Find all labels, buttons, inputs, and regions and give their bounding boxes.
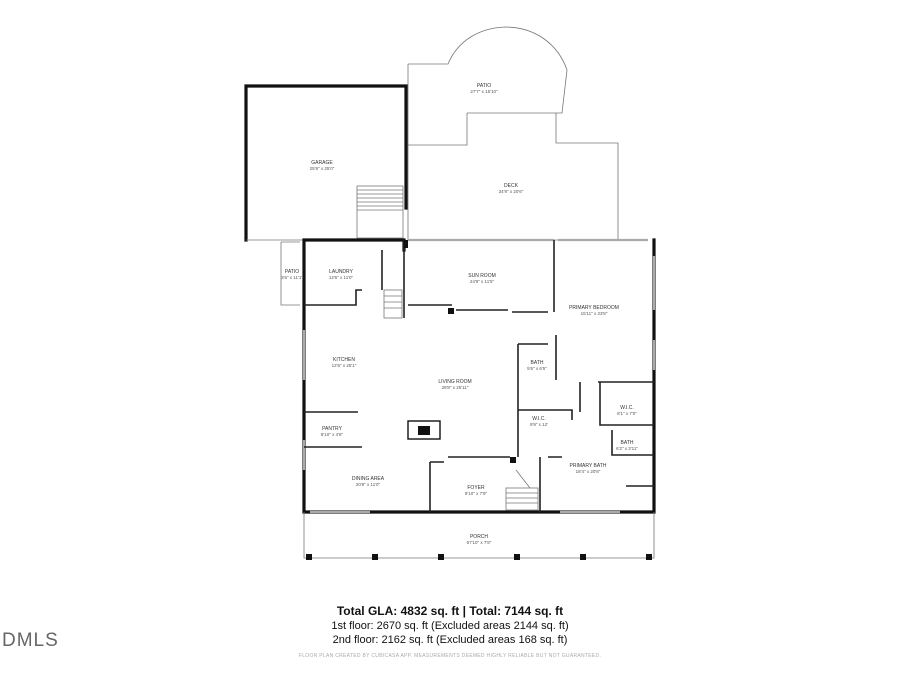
- disclaimer: FLOOR PLAN CREATED BY CUBICASA APP. MEAS…: [298, 653, 602, 659]
- room-label-primary-bath: PRIMARY BATH 18'4" x 20'8": [570, 463, 607, 474]
- laundry-stairs: [383, 289, 403, 319]
- wic-walls: [518, 409, 573, 512]
- svg-text:DINING AREA: DINING AREA: [352, 476, 385, 482]
- patio-outline: [407, 26, 619, 240]
- svg-text:24'9" x 11'5": 24'9" x 11'5": [470, 279, 495, 284]
- room-label-patio-top: PATIO 27'7" x 15'10": [470, 83, 498, 94]
- room-label-sun-room: SUN ROOM 24'9" x 11'5": [468, 273, 496, 284]
- garage-wall: [244, 84, 408, 242]
- svg-text:BATH: BATH: [531, 360, 544, 366]
- sunroom-walls: [408, 240, 555, 313]
- svg-text:LAUNDRY: LAUNDRY: [329, 269, 353, 275]
- svg-text:3'6" x 11'1": 3'6" x 11'1": [281, 275, 303, 280]
- svg-text:DECK: DECK: [504, 183, 519, 189]
- svg-text:PORCH: PORCH: [470, 534, 488, 540]
- garage-stairs: [356, 185, 404, 239]
- laundry-walls: [304, 240, 405, 318]
- room-label-bath-2: BATH 6'2" x 3'11": [616, 440, 638, 451]
- svg-text:GARAGE: GARAGE: [311, 160, 333, 166]
- svg-text:28'8" x 25'11": 28'8" x 25'11": [442, 385, 469, 390]
- second-floor-area: 2nd floor: 2162 sq. ft (Excluded areas 1…: [332, 634, 568, 646]
- svg-text:PATIO: PATIO: [285, 269, 299, 275]
- svg-text:15'11" x 23'8": 15'11" x 23'8": [581, 311, 608, 316]
- svg-text:FOYER: FOYER: [467, 485, 485, 491]
- svg-text:SUN ROOM: SUN ROOM: [468, 273, 496, 279]
- first-floor-area: 1st floor: 2670 sq. ft (Excluded areas 2…: [331, 620, 569, 632]
- svg-text:9'9" x 12': 9'9" x 12': [530, 422, 548, 427]
- deck-outline: [407, 112, 556, 240]
- room-label-dining-area: DINING AREA 20'8" x 11'0": [352, 476, 385, 487]
- room-label-pantry: PANTRY 8'10" x 4'8": [321, 426, 344, 437]
- svg-text:27'7" x 15'10": 27'7" x 15'10": [470, 89, 498, 94]
- porch-columns: [306, 554, 652, 560]
- total-area: Total GLA: 4832 sq. ft | Total: 7144 sq.…: [336, 604, 564, 618]
- room-label-porch: PORCH 57'10" x 7'8": [467, 534, 492, 545]
- porch-outline: [303, 512, 655, 559]
- svg-text:W.I.C.: W.I.C.: [532, 416, 546, 422]
- room-label-deck: DECK 34'9" x 20'6": [499, 183, 524, 194]
- dmls-logo: DMLS: [2, 630, 59, 651]
- svg-text:20'8" x 11'0": 20'8" x 11'0": [356, 482, 381, 487]
- svg-text:6'2" x 3'11": 6'2" x 3'11": [616, 446, 638, 451]
- svg-text:9'10" x 7'9": 9'10" x 7'9": [465, 491, 488, 496]
- svg-text:PATIO: PATIO: [477, 83, 491, 89]
- room-label-bath-1: BATH 5'6" x 6'5": [527, 360, 547, 371]
- pantry-walls: [304, 411, 362, 448]
- svg-text:PRIMARY BEDROOM: PRIMARY BEDROOM: [569, 305, 619, 311]
- svg-text:5'6" x 6'5": 5'6" x 6'5": [527, 366, 547, 371]
- svg-text:KITCHEN: KITCHEN: [333, 357, 355, 363]
- room-label-laundry: LAUNDRY 12'6" x 11'0": [329, 269, 354, 280]
- room-label-wic-1: W.I.C. 8'1" x 7'0": [617, 405, 637, 416]
- room-label-foyer: FOYER 9'10" x 7'9": [465, 485, 488, 496]
- svg-text:BATH: BATH: [621, 440, 634, 446]
- svg-text:57'10" x 7'8": 57'10" x 7'8": [467, 540, 492, 545]
- foyer-walls: [429, 456, 510, 512]
- room-label-living-room: LIVING ROOM 28'8" x 25'11": [438, 379, 471, 390]
- svg-text:8'1" x 7'0": 8'1" x 7'0": [617, 411, 637, 416]
- fireplace: [407, 420, 441, 440]
- svg-text:25'9" x 25'0": 25'9" x 25'0": [310, 166, 335, 171]
- room-label-garage: GARAGE 25'9" x 25'0": [310, 160, 335, 171]
- room-label-patio-side: PATIO 3'6" x 11'1": [281, 269, 303, 280]
- floor-plan: PATIO 27'7" x 15'10" GARAGE 25'9" x 25'0…: [244, 26, 656, 560]
- foyer-stairs: [505, 469, 539, 511]
- svg-text:W.I.C.: W.I.C.: [620, 405, 634, 411]
- svg-text:PRIMARY BATH: PRIMARY BATH: [570, 463, 607, 469]
- svg-text:8'10" x 4'8": 8'10" x 4'8": [321, 432, 344, 437]
- room-label-primary-bedroom: PRIMARY BEDROOM 15'11" x 23'8": [569, 305, 619, 316]
- room-label-kitchen: KITCHEN 12'6" x 25'1": [332, 357, 357, 368]
- svg-text:12'6" x 25'1": 12'6" x 25'1": [332, 363, 357, 368]
- svg-text:PANTRY: PANTRY: [322, 426, 342, 432]
- bedroom-walls: [517, 335, 654, 487]
- svg-text:34'9" x 20'6": 34'9" x 20'6": [499, 189, 524, 194]
- area-summary: Total GLA: 4832 sq. ft | Total: 7144 sq.…: [0, 604, 900, 647]
- svg-text:LIVING ROOM: LIVING ROOM: [438, 379, 471, 385]
- side-patio-outline: [280, 241, 300, 306]
- svg-text:12'6" x 11'0": 12'6" x 11'0": [329, 275, 354, 280]
- room-label-wic-2: W.I.C. 9'9" x 12': [530, 416, 548, 427]
- svg-text:18'4" x 20'8": 18'4" x 20'8": [576, 469, 601, 474]
